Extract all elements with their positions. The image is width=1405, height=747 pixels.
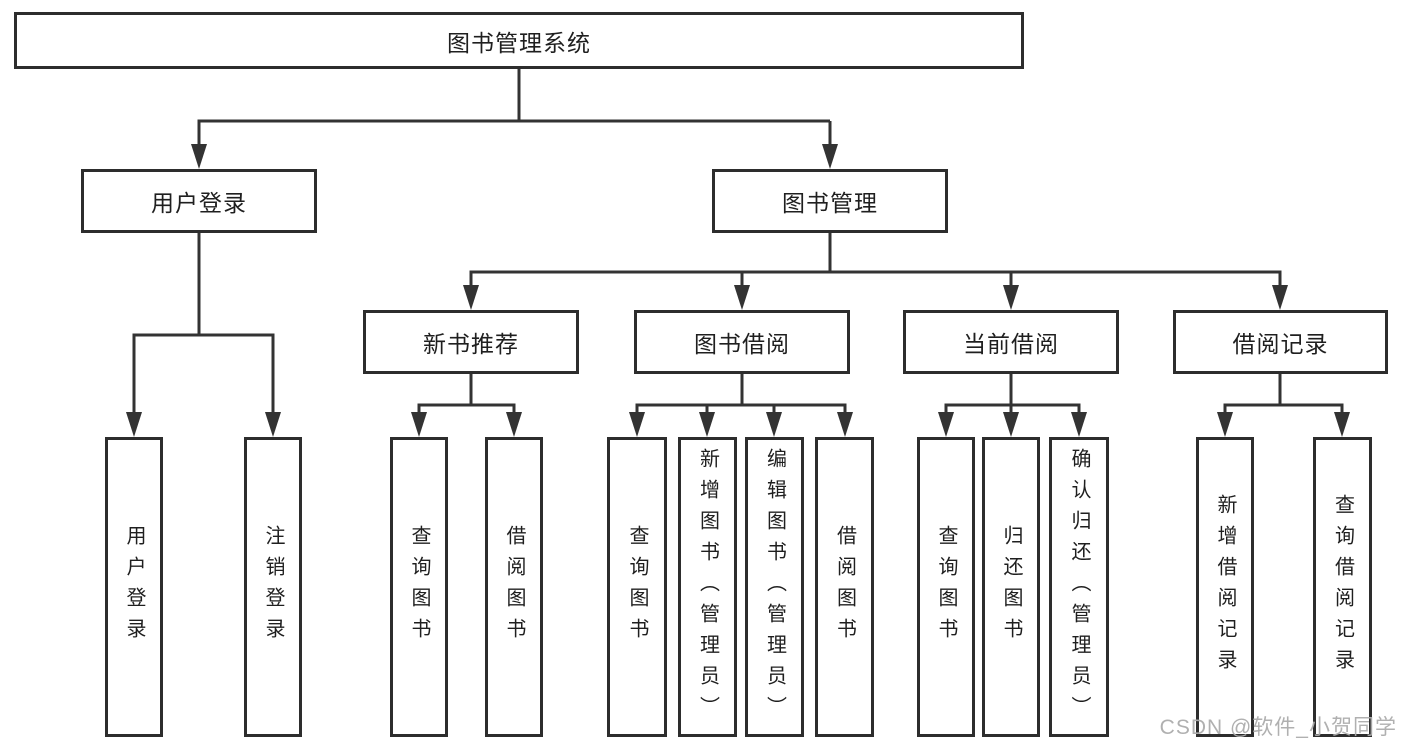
arrow-down-icon — [1334, 412, 1350, 437]
node-label: 新增借阅记录 — [1214, 494, 1236, 680]
node-label: 新书推荐 — [423, 331, 519, 357]
node-user-login: 用户登录 — [81, 169, 317, 233]
node-query-borrow-record: 查询借阅记录 — [1313, 437, 1372, 737]
arrow-down-icon — [126, 412, 142, 437]
arrow-down-icon — [629, 412, 645, 437]
node-label: 查询借阅记录 — [1331, 494, 1354, 680]
watermark: CSDN @软件_小贺同学 — [1159, 716, 1397, 739]
arrow-down-icon — [411, 412, 427, 437]
node-edit-books-admin: 编辑图书（管理员） — [745, 437, 804, 737]
node-add-borrow-record: 新增借阅记录 — [1196, 437, 1254, 737]
node-confirm-return-admin: 确认归还（管理员） — [1049, 437, 1109, 737]
node-label: 查询图书 — [626, 525, 648, 649]
arrow-down-icon — [938, 412, 954, 437]
arrow-down-icon — [265, 412, 281, 437]
node-borrow-records: 借阅记录 — [1173, 310, 1388, 374]
node-label: 用户登录 — [151, 190, 247, 216]
node-return-books: 归还图书 — [982, 437, 1040, 737]
node-label: 编辑图书（管理员） — [763, 447, 786, 727]
connector-login-group — [132, 233, 275, 414]
connector-newbooks-group — [417, 374, 516, 415]
arrow-down-icon — [191, 144, 207, 169]
arrow-down-icon — [766, 412, 782, 437]
arrow-down-icon — [822, 144, 838, 169]
node-label: 图书借阅 — [694, 331, 790, 357]
node-add-books-admin: 新增图书（管理员） — [678, 437, 737, 737]
node-query-books: 查询图书 — [607, 437, 667, 737]
connector-records-group — [1223, 374, 1344, 415]
node-book-management: 图书管理 — [712, 169, 948, 233]
arrow-down-icon — [1003, 285, 1019, 310]
node-label: 注销登录 — [262, 525, 284, 649]
node-borrow-books: 借阅图书 — [485, 437, 543, 737]
node-library-system: 图书管理系统 — [14, 12, 1024, 69]
connector-mgmt-to-level3 — [469, 233, 1282, 287]
arrow-down-icon — [1272, 285, 1288, 310]
node-query-books: 查询图书 — [917, 437, 975, 737]
arrow-down-icon — [1071, 412, 1087, 437]
node-borrow-books: 借阅图书 — [815, 437, 874, 737]
node-label: 当前借阅 — [963, 331, 1059, 357]
arrow-down-icon — [463, 285, 479, 310]
node-current-borrowing: 当前借阅 — [903, 310, 1119, 374]
arrow-down-icon — [506, 412, 522, 437]
connector-root-to-level2 — [197, 69, 832, 146]
node-new-book-recommend: 新书推荐 — [363, 310, 579, 374]
node-label: 归还图书 — [1000, 525, 1022, 649]
arrow-down-icon — [734, 285, 750, 310]
node-book-borrowing: 图书借阅 — [634, 310, 850, 374]
node-label: 图书管理 — [782, 190, 878, 216]
arrow-down-icon — [837, 412, 853, 437]
node-label: 借阅图书 — [503, 525, 525, 649]
connector-borrow-group — [635, 374, 847, 415]
node-label: 确认归还（管理员） — [1068, 447, 1090, 727]
node-label: 查询图书 — [408, 525, 430, 649]
arrow-down-icon — [1003, 412, 1019, 437]
node-query-books: 查询图书 — [390, 437, 448, 737]
node-logout-action: 注销登录 — [244, 437, 302, 737]
node-label: 新增图书（管理员） — [696, 447, 719, 727]
arrow-down-icon — [699, 412, 715, 437]
node-label: 查询图书 — [935, 525, 957, 649]
node-label: 借阅图书 — [833, 525, 856, 649]
connector-current-group — [944, 374, 1081, 415]
node-label: 图书管理系统 — [447, 29, 591, 56]
node-label: 借阅记录 — [1232, 331, 1329, 357]
arrow-down-icon — [1217, 412, 1233, 437]
node-label: 用户登录 — [123, 525, 145, 649]
node-user-login-action: 用户登录 — [105, 437, 163, 737]
